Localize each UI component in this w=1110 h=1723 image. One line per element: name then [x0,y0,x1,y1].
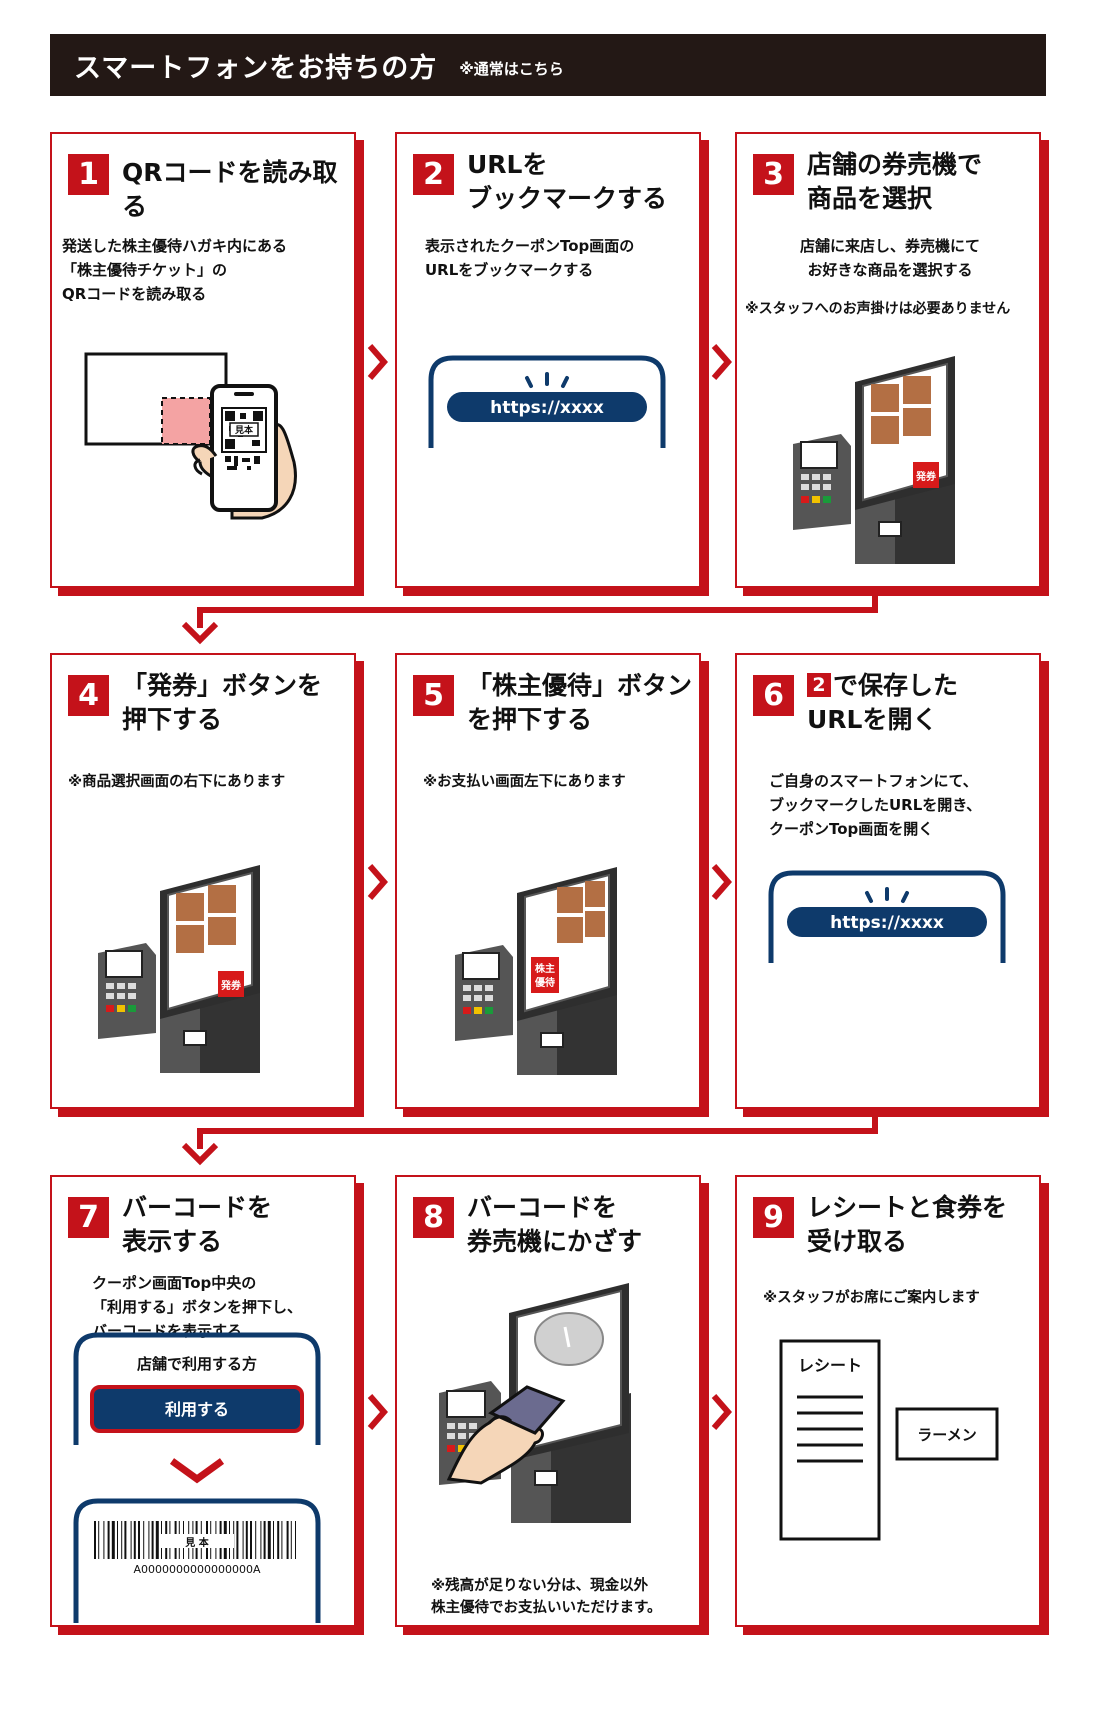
step-note: ※スタッフがお席にご案内します [763,1290,980,1306]
issue-button-label: 発券 [220,979,242,992]
url-text: https://xxxx [490,398,604,418]
barcode-number: A0000000000000000A [133,1563,261,1576]
step-number: 7 [68,1197,109,1238]
chevron-right-icon [367,1394,388,1430]
ticket-machine-illustration: 株主 優待 [455,867,617,1075]
ticket-machine-illustration: 発券 [98,865,260,1073]
step-reference-badge: 2 [807,673,831,697]
page-title: スマートフォンをお持ちの方 [74,52,438,84]
step-description: 表示されたクーポンTop画面の URLをブックマークする [425,237,635,279]
step-description: ご自身のスマートフォンにて、 ブックマークしたURLを開き、 クーポンTop画面… [769,772,982,838]
step-number: 9 [753,1197,794,1238]
step-title: QRコードを読み取る [122,158,338,221]
store-use-label: 店舗で利用する方 [137,1355,257,1373]
chevron-right-icon [367,344,388,380]
step-number: 1 [68,154,109,195]
food-ticket-label: ラーメン [917,1426,976,1444]
page-subtitle: ※通常はこちら [459,59,564,78]
step-9-card: 9 レシートと食券を 受け取る ※スタッフがお席にご案内します レシート ラーメ… [735,1175,1041,1627]
step-1-card: 1 QRコードを読み取る 発送した株主優待ハガキ内にある 「株主優待チケット」の… [50,132,356,588]
shareholder-button-label-1: 株主 [535,962,555,975]
step-note: ※スタッフへのお声掛けは必要ありません [745,301,1011,317]
step-8-card: 8 バーコードを 券売機にかざす ※残高が足りない分は、現金以外 株主優待でお支… [395,1175,701,1627]
page-header: スマートフォンをお持ちの方 ※通常はこちら [50,34,1046,96]
step-title: バーコードを 券売機にかざす [467,1193,643,1256]
step-note: ※商品選択画面の右下にあります [68,774,286,790]
chevron-right-icon [367,864,388,900]
qr-sample-label: 見本 [234,424,254,436]
url-text: https://xxxx [830,913,944,933]
step-title: バーコードを 表示する [122,1193,273,1256]
step-number: 4 [68,675,109,716]
step-number: 6 [753,675,794,716]
step-3-card: 3 店舗の券売機で 商品を選択 店舗に来店し、券売機にて お好きな商品を選択する… [735,132,1041,588]
coupon-screen-illustration: 店舗で利用する方 利用する 見 本 A0000000000000000A [73,1332,321,1623]
step-number: 2 [413,154,454,195]
step-note: ※お支払い画面左下にあります [423,774,626,790]
barcode-sample-label: 見 本 [184,1536,209,1549]
step-5-card: 5 「株主優待」ボタン を押下する ※お支払い画面左下にあります 株主 優待 [395,653,701,1109]
step-description: 店舗に来店し、券売機にて お好きな商品を選択する [799,237,980,279]
chevron-right-icon [711,344,732,380]
step-note: ※残高が足りない分は、現金以外 株主優待でお支払いいただけます。 [431,1578,662,1616]
flow-connector [181,1109,878,1166]
step-number: 8 [413,1197,454,1238]
browser-url-illustration: https://xxxx [768,870,1006,963]
issue-button-label: 発券 [915,470,937,483]
chevron-right-icon [711,1394,732,1430]
step-7-card: 7 バーコードを 表示する クーポン画面Top中央の 「利用する」ボタンを押下し… [50,1175,356,1627]
step-title: レシートと食券を 受け取る [807,1193,1008,1256]
step-number: 5 [413,675,454,716]
flow-connector [181,588,878,645]
step-title: 店舗の券売機で 商品を選択 [807,150,983,213]
step-title: 「発券」ボタンを 押下する [122,671,323,734]
shareholder-button-label-2: 優待 [534,976,555,989]
step-title: 「株主優待」ボタン を押下する [467,671,693,734]
qr-scan-illustration: 見本 [84,352,297,520]
barcode-scan-illustration [439,1283,631,1523]
use-button-label: 利用する [165,1400,229,1419]
ticket-machine-illustration: 発券 [793,356,955,564]
step-4-card: 4 「発券」ボタンを 押下する ※商品選択画面の右下にあります 発券 [50,653,356,1109]
browser-url-illustration: https://xxxx [428,355,666,448]
receipt-label: レシート [798,1356,862,1375]
step-2-card: 2 URLを ブックマークする 表示されたクーポンTop画面の URLをブックマ… [395,132,701,588]
receipt-ticket-illustration: レシート ラーメン [779,1339,999,1541]
step-description: 発送した株主優待ハガキ内にある 「株主優待チケット」の QRコードを読み取る [62,237,288,303]
step-number: 3 [753,154,794,195]
chevron-right-icon [711,864,732,900]
step-title: URLを ブックマークする [467,150,668,213]
